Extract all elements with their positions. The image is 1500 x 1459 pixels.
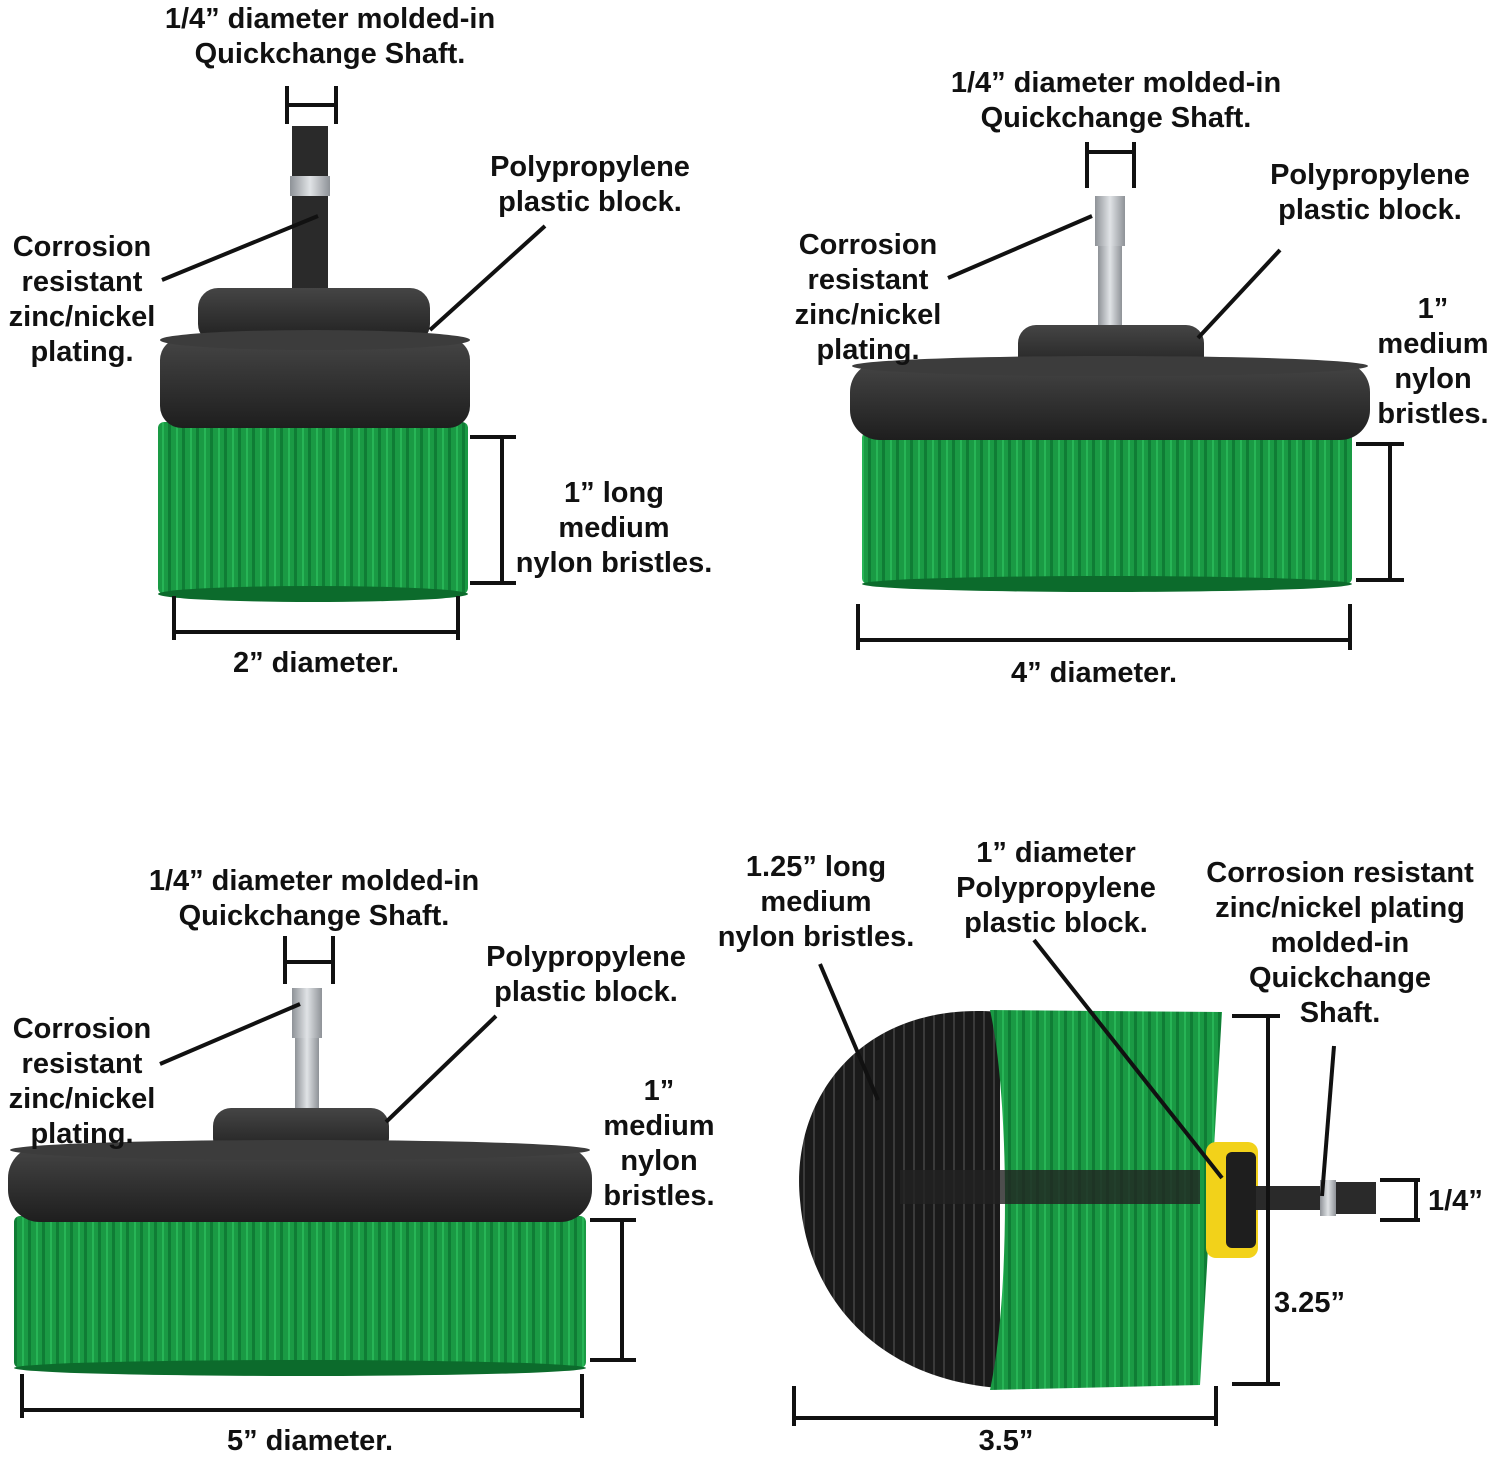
plating-leader-round [1320, 1045, 1336, 1197]
shaft-5in-body [295, 1038, 319, 1118]
plating-leader-5in [159, 1002, 301, 1066]
shaft-bracket-5in [283, 936, 335, 984]
bristle-bracket-2in [470, 435, 516, 585]
diameter-label-5in: 5” diameter. [226, 1425, 394, 1457]
height-bracket-round [1232, 1014, 1280, 1386]
block-leader-round [1032, 938, 1224, 1180]
shaft-4in-body [1098, 246, 1122, 336]
block-2in-top [198, 288, 430, 344]
diameter-label-4in: 4” diameter. [1010, 657, 1178, 689]
brush-5in [8, 988, 592, 1376]
bristles-5in [14, 1216, 586, 1368]
shaft-bracket-4in [1085, 142, 1136, 188]
plating-leader-4in [947, 214, 1093, 280]
shaft-5in-hex [292, 988, 322, 1038]
brush-round [799, 1010, 1376, 1390]
bristles-round-black [799, 1011, 1000, 1388]
length-dim-round: 3.5” [978, 1425, 1034, 1457]
shaft-2in-body [292, 196, 328, 296]
bristle-bracket-5in [590, 1218, 636, 1362]
length-bracket-round [792, 1386, 1218, 1426]
diameter-label-2in: 2” diameter. [232, 647, 400, 679]
block-leader-2in [428, 224, 547, 332]
shaft-4in-hex [1095, 196, 1125, 246]
block-4in-base [850, 362, 1370, 440]
shaft-2in-collar [290, 176, 330, 196]
shaft-bracket-2in [285, 86, 338, 124]
bristles-2in [158, 422, 468, 594]
brush-4in [850, 196, 1370, 592]
shaft-round-hex [1336, 1182, 1376, 1214]
diameter-bracket-2in [172, 596, 460, 640]
block-leader-4in [1196, 248, 1282, 340]
block-leader-5in [384, 1014, 498, 1124]
bristle-leader-round [818, 963, 880, 1101]
shaft-2in-hex [292, 126, 328, 176]
shaft-bracket-round [1380, 1178, 1420, 1222]
diameter-bracket-4in [856, 604, 1352, 650]
shaft-dim-round: 1/4” [1428, 1185, 1483, 1217]
bristles-4in [862, 432, 1352, 584]
bristle-bracket-4in [1356, 442, 1404, 582]
diameter-bracket-5in [20, 1374, 584, 1418]
block-2in-base [160, 338, 470, 428]
block-5in-base [8, 1146, 592, 1222]
core-round [900, 1170, 1200, 1204]
height-dim-round: 3.25” [1274, 1287, 1345, 1319]
dimension-lines [20, 86, 1420, 1426]
brush-2in [158, 126, 470, 602]
plating-leader-2in [161, 214, 319, 282]
